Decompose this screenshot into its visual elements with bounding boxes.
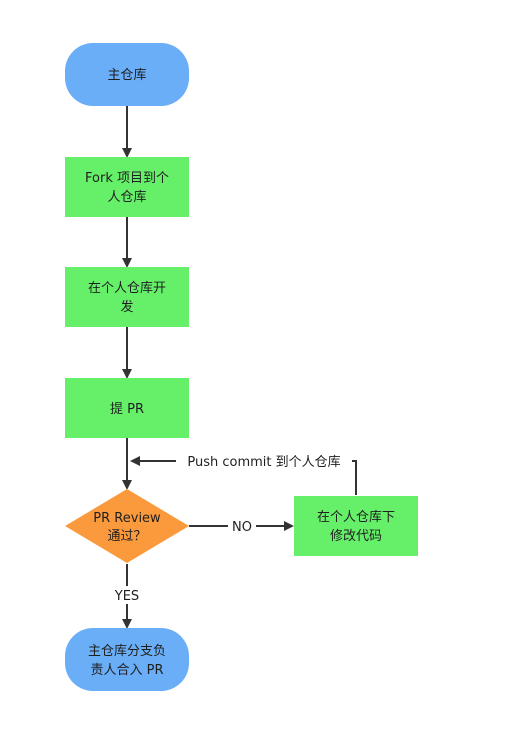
node-submit-pr-shape (65, 378, 189, 438)
node-main-repo: 主仓库 (65, 43, 189, 106)
edge-labels: NO YES Push commit 到个人仓库 (111, 452, 352, 604)
node-modify-label-line2: 修改代码 (330, 529, 382, 544)
node-review-label-line1: PR Review (93, 511, 161, 526)
edge-label-yes: YES (114, 589, 139, 604)
node-review-shape (65, 489, 189, 563)
node-submit-pr-label: 提 PR (110, 401, 144, 417)
node-merge-shape (65, 628, 189, 691)
node-fork: Fork 项目到个 人仓库 (65, 157, 189, 217)
node-fork-label-line1: Fork 项目到个 (85, 171, 169, 186)
node-develop-label-line2: 发 (120, 299, 133, 315)
node-modify-label-line1: 在个人仓库下 (317, 509, 395, 525)
node-develop: 在个人仓库开 发 (65, 267, 189, 327)
node-merge: 主仓库分支负 责人合入 PR (65, 628, 189, 691)
edge-label-push: Push commit 到个人仓库 (187, 454, 340, 470)
edge-label-no: NO (232, 520, 252, 535)
node-develop-shape (65, 267, 189, 327)
push-label-bg (176, 452, 352, 470)
node-develop-label-line1: 在个人仓库开 (88, 280, 166, 296)
no-label-bg (228, 517, 256, 535)
node-main-repo-label: 主仓库 (107, 67, 146, 83)
node-submit-pr: 提 PR (65, 378, 189, 438)
yes-label-bg (111, 586, 143, 604)
node-fork-shape (65, 157, 189, 217)
node-fork-label-line2: 人仓库 (107, 189, 146, 205)
node-review: PR Review 通过？ (65, 489, 189, 563)
node-modify-shape (294, 496, 418, 556)
node-merge-label-line1: 主仓库分支负 (88, 643, 166, 659)
node-merge-label-line2: 责人合入 PR (90, 663, 163, 678)
node-review-label-line2: 通过？ (107, 529, 146, 544)
node-modify: 在个人仓库下 修改代码 (294, 496, 418, 556)
node-main-repo-shape (65, 43, 189, 106)
